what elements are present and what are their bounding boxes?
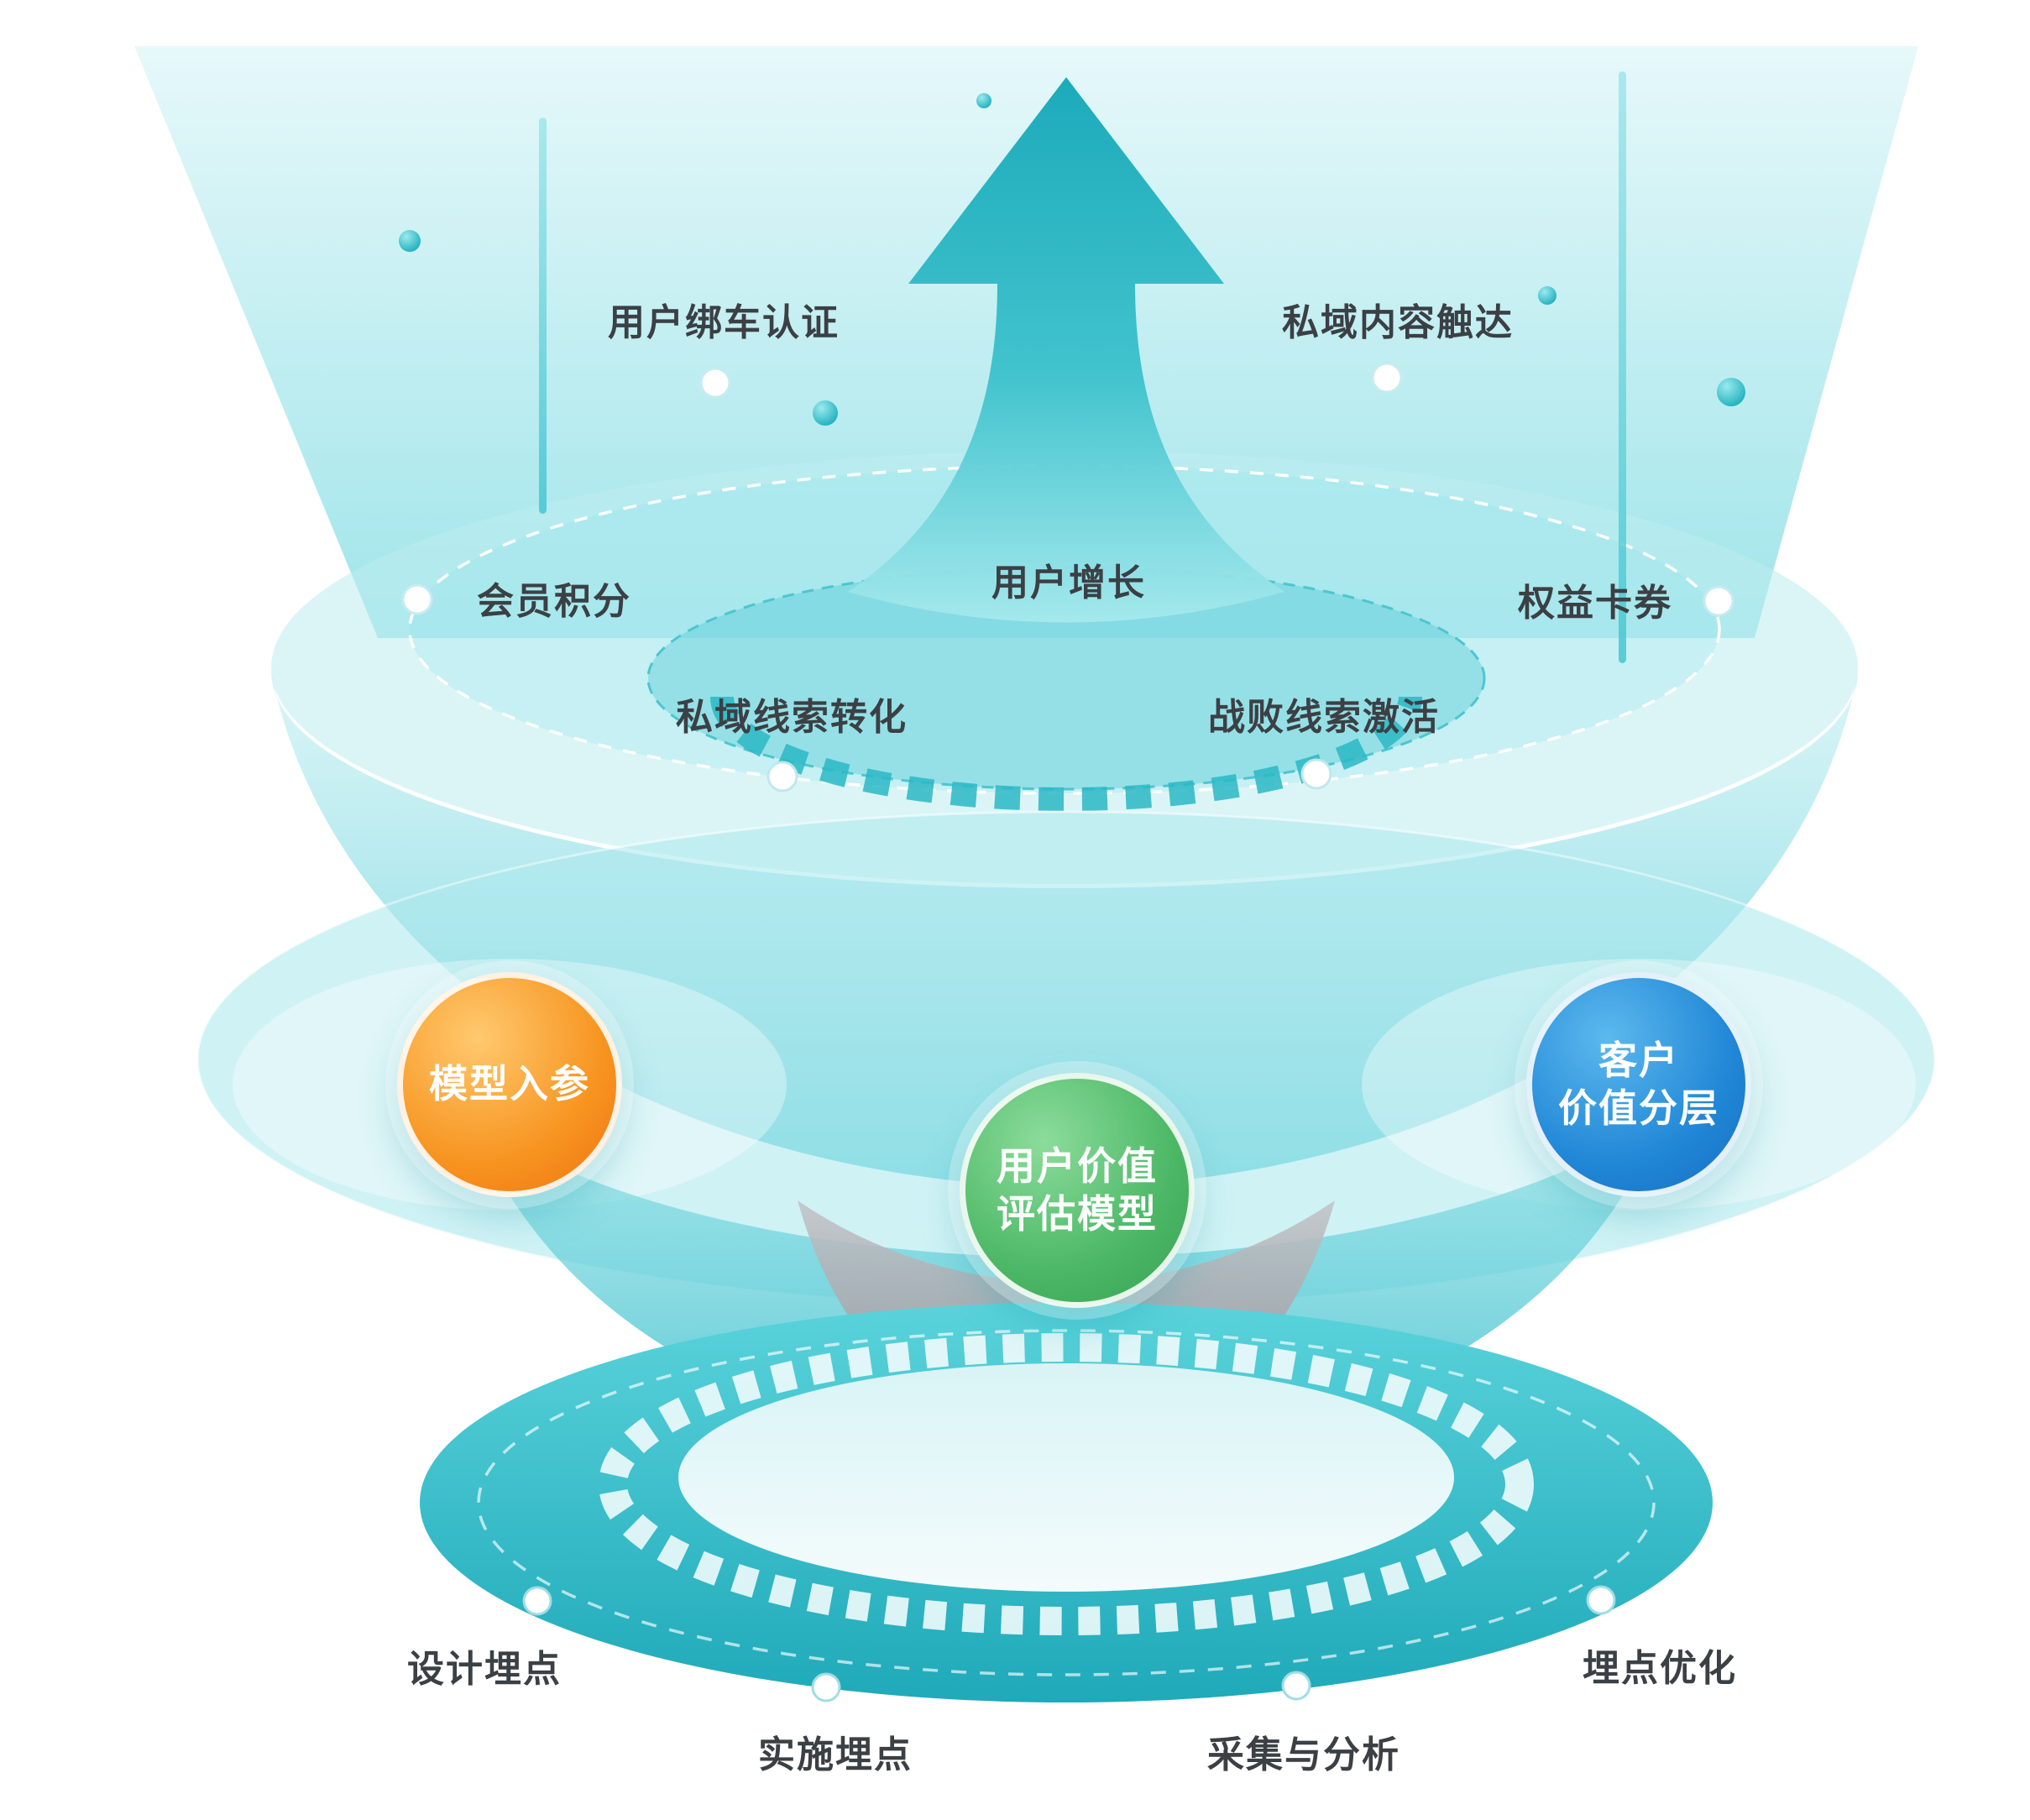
label-collect-analyze: 采集与分析 — [1207, 1734, 1400, 1776]
label-benefit-coupons: 权益卡券 — [1518, 583, 1672, 624]
node-model-input-label: 模型入参 — [429, 1062, 590, 1106]
upper-bowl-rim — [271, 451, 1858, 884]
node-customer-tier-line2: 价值分层 — [1558, 1086, 1719, 1130]
deco-dot — [399, 230, 421, 252]
label-private-reach: 私域内容触达 — [1282, 302, 1514, 343]
label-tracking-optimize: 埋点优化 — [1583, 1648, 1737, 1689]
label-implement-tracking: 实施埋点 — [758, 1734, 913, 1776]
accent-line-right — [1619, 71, 1626, 663]
label-member-points: 会员积分 — [477, 581, 631, 622]
growth-arrow — [848, 77, 1284, 623]
marker-dot-benefit-coupons — [1703, 585, 1734, 617]
deco-dot — [976, 93, 991, 108]
node-value-model-line2: 评估模型 — [997, 1192, 1158, 1236]
marker-dot-bind-auth — [699, 367, 731, 399]
marker-dot-member-points — [401, 583, 433, 615]
label-bind-auth: 用户绑车认证 — [608, 302, 840, 343]
accent-line-left — [539, 118, 547, 514]
deco-dot — [1538, 286, 1557, 305]
label-design-tracking: 设计埋点 — [407, 1649, 562, 1690]
base-tick-ring — [599, 1333, 1534, 1635]
node-customer-tier: 客户 价值分层 — [1526, 972, 1751, 1197]
deco-dot — [1717, 378, 1745, 406]
marker-dot-implement-tracking — [811, 1672, 841, 1702]
label-user-growth: 用户增长 — [991, 562, 1146, 604]
marker-dot-tracking-optimize — [1586, 1585, 1616, 1615]
deco-dot — [813, 400, 838, 426]
base-torus-hole — [678, 1363, 1454, 1592]
node-model-input: 模型入参 — [397, 972, 622, 1197]
marker-dot-design-tracking — [522, 1586, 552, 1616]
base-dashed-ring — [477, 1329, 1656, 1676]
marker-dot-defeated-lead — [1300, 758, 1332, 790]
label-defeated-lead-activation: 战败线索激活 — [1208, 697, 1440, 738]
marker-dot-private-lead — [766, 761, 798, 792]
upper-tick-arc — [710, 696, 1422, 811]
node-value-model-line1: 用户价值 — [997, 1143, 1158, 1188]
node-customer-tier-line1: 客户 — [1598, 1038, 1679, 1082]
marker-dot-collect-analyze — [1281, 1671, 1311, 1701]
label-private-lead-conversion: 私域线索转化 — [676, 697, 908, 738]
marker-dot-private-reach — [1371, 362, 1403, 394]
node-value-model: 用户价值 评估模型 — [960, 1073, 1195, 1308]
